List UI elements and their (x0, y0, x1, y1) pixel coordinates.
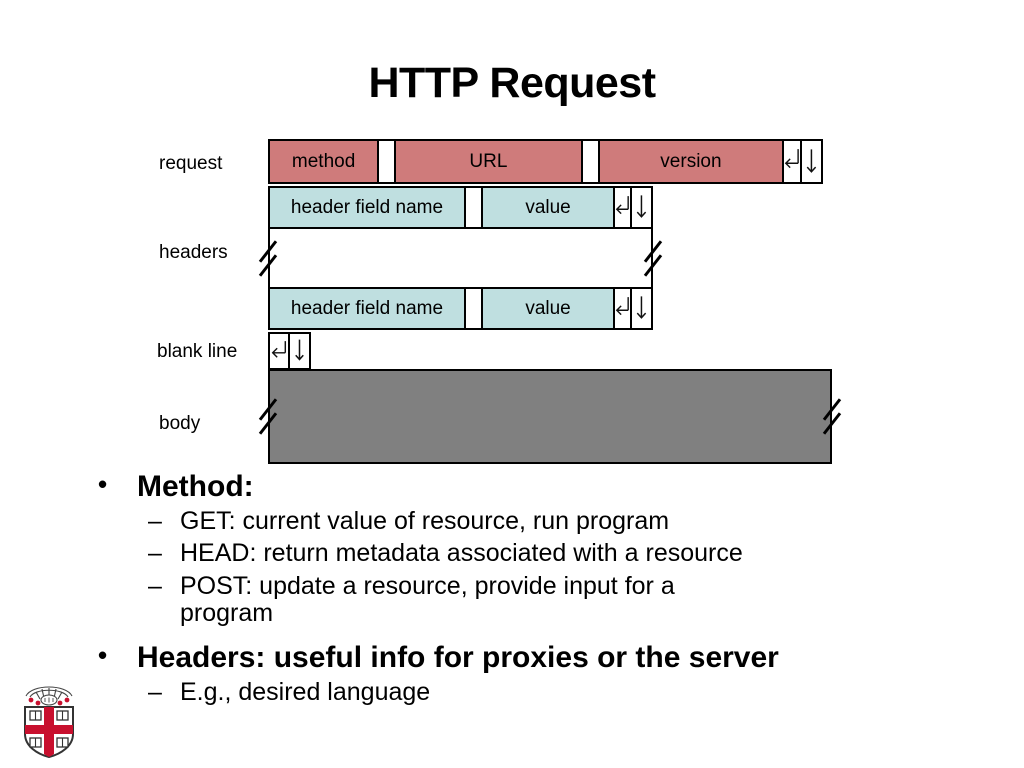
header-separator (465, 188, 483, 227)
header-value-cell: value (482, 188, 616, 227)
request-separator-2 (582, 141, 600, 182)
carriage-return-icon (615, 297, 630, 316)
header-field-row-1: header field name value (268, 186, 653, 229)
request-separator-1 (379, 141, 397, 182)
diagram-label-blank-line: blank line (157, 341, 238, 362)
blank-line-lf-cell (290, 334, 309, 368)
header-value-cell: value (482, 289, 616, 328)
request-line-row: method URL version (268, 139, 823, 184)
diagram-label-body: body (159, 413, 201, 434)
bullet-get: GET: current value of resource, run prog… (0, 507, 1024, 536)
carriage-return-icon (785, 149, 800, 169)
request-url-cell: URL (396, 141, 583, 182)
bullet-method: Method: (0, 471, 1024, 503)
crest-sun-rays (28, 697, 70, 706)
bullet-eg-language: E.g., desired language (0, 678, 1024, 707)
header-lf-cell (632, 188, 651, 227)
crest-sun-ornament (25, 686, 73, 706)
line-feed-icon (806, 149, 817, 173)
http-request-diagram: request headers blank line body method U… (157, 139, 842, 464)
headers-continuation-break (268, 229, 653, 287)
diagram-label-request: request (159, 153, 223, 174)
header-separator (465, 289, 483, 328)
request-lf-cell (802, 141, 821, 182)
request-method-cell: method (270, 141, 380, 182)
line-feed-icon (295, 339, 304, 361)
body-row (268, 369, 832, 464)
bullet-head: HEAD: return metadata associated with a … (0, 540, 1024, 568)
header-field-name-cell: header field name (270, 289, 466, 328)
header-field-name-cell: header field name (270, 188, 466, 227)
carriage-return-icon (615, 196, 630, 215)
crest-cross (25, 707, 73, 757)
crest-book-spines (34, 711, 64, 747)
diagram-label-headers: headers (159, 242, 228, 263)
brown-university-crest-logo (24, 686, 74, 759)
bullet-post: POST: update a resource, provide input f… (0, 572, 1024, 628)
request-version-cell: version (599, 141, 785, 182)
page-title: HTTP Request (368, 59, 656, 107)
header-cr-cell (615, 289, 633, 328)
carriage-return-icon (271, 341, 287, 358)
request-cr-cell (784, 141, 803, 182)
blank-line-row (268, 332, 311, 370)
line-feed-icon (636, 195, 647, 218)
header-lf-cell (632, 289, 651, 328)
blank-line-cr-cell (270, 334, 290, 368)
bullet-headers: Headers: useful info for proxies or the … (0, 641, 1024, 674)
bullet-list: Method: GET: current value of resource, … (0, 465, 1024, 706)
line-feed-icon (636, 296, 647, 319)
header-field-row-2: header field name value (268, 287, 653, 330)
header-cr-cell (615, 188, 633, 227)
